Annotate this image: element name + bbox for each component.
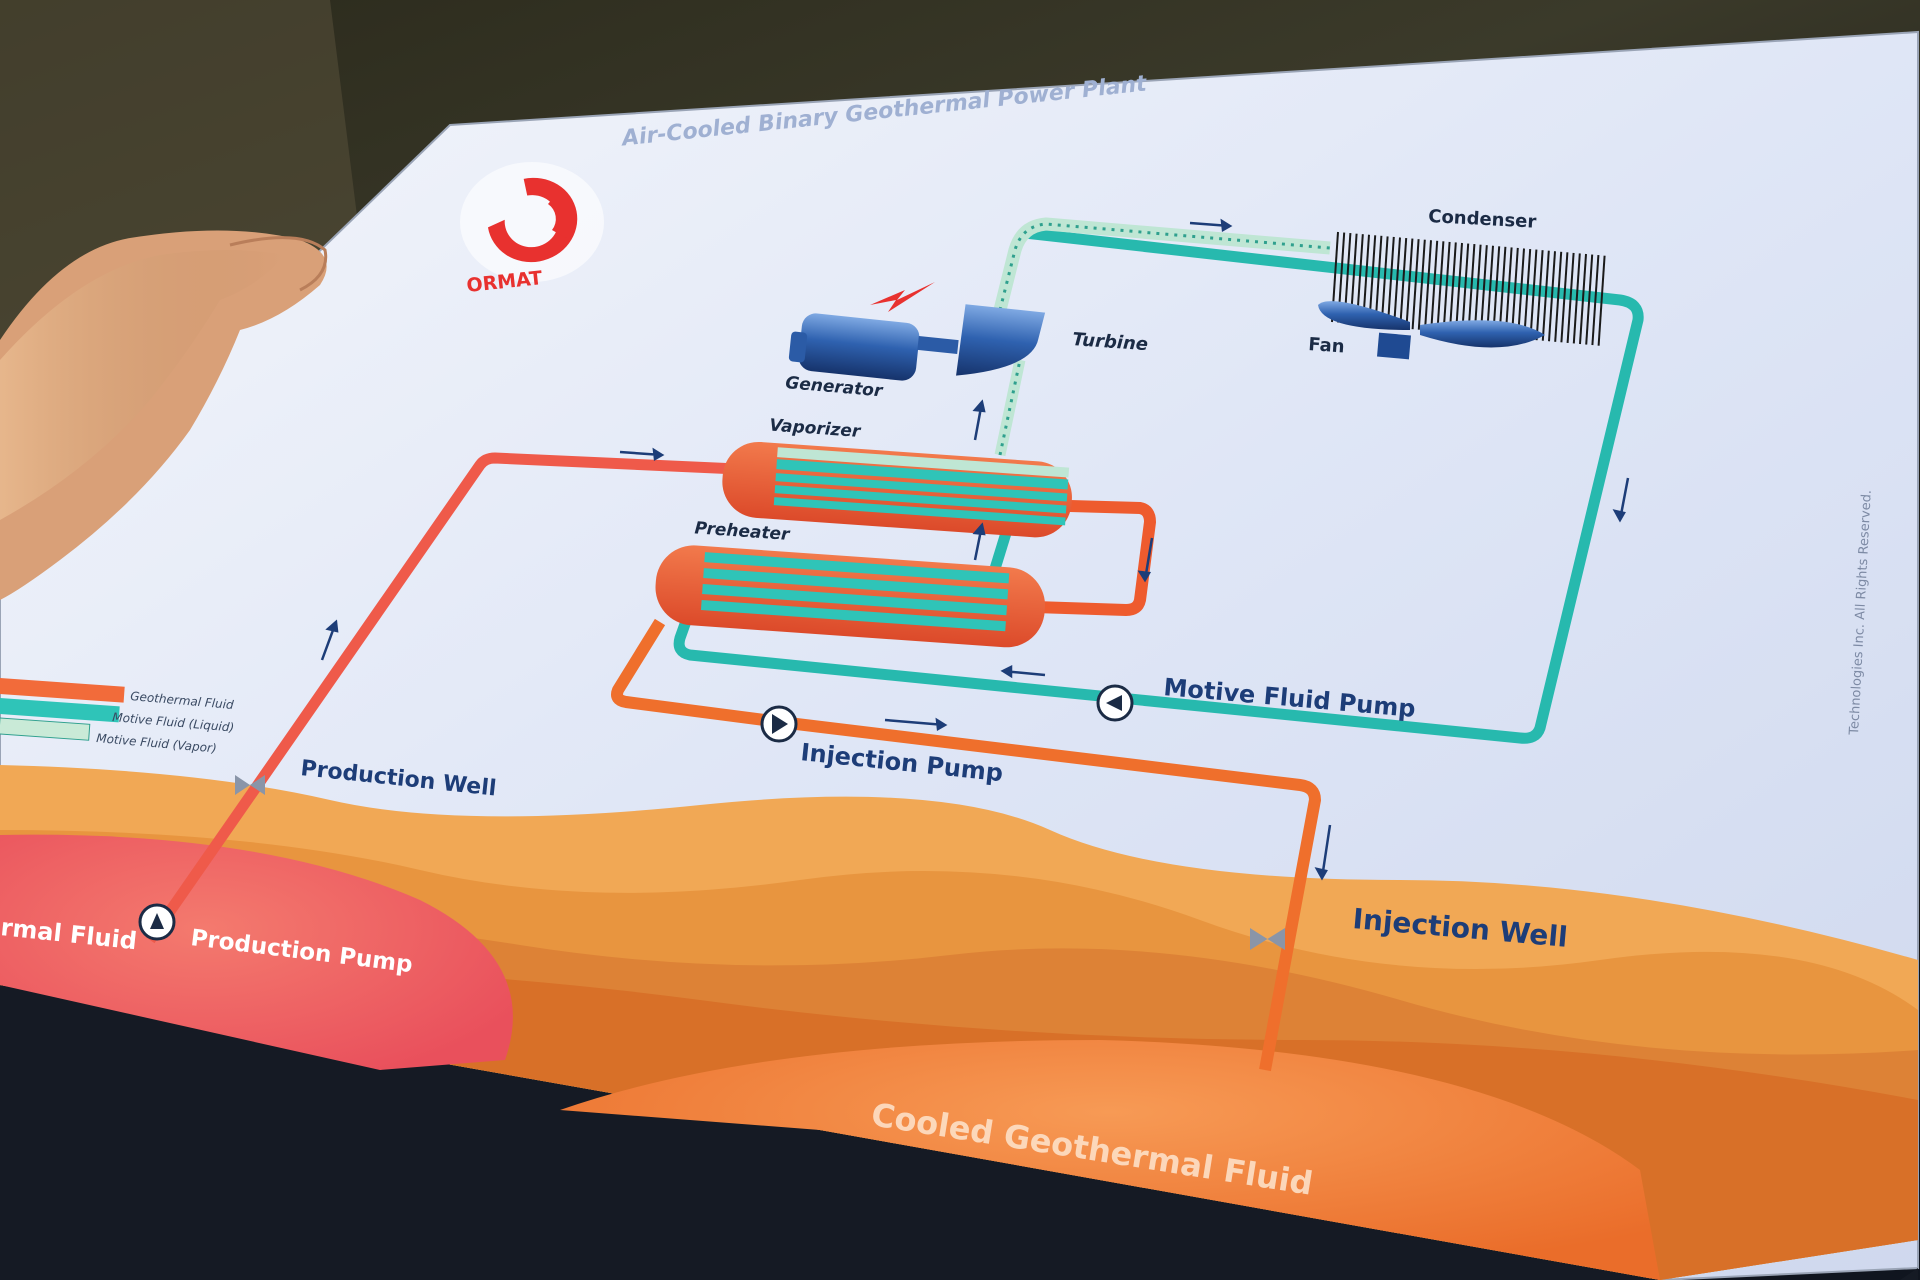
condenser-fin [1566, 252, 1575, 343]
production-pipe [145, 452, 761, 944]
arrow-icon [972, 399, 986, 441]
condenser-fin [1591, 255, 1600, 346]
condenser-fin [1579, 253, 1587, 345]
condenser-fin [1455, 242, 1463, 334]
arrow-icon [1000, 664, 1046, 679]
condenser-fin [1510, 247, 1519, 339]
fan-label: Fan [1308, 334, 1346, 357]
condenser-fin [1380, 236, 1389, 327]
condenser-fin [1560, 252, 1569, 343]
fan: Fan [1308, 301, 1545, 360]
condenser-fin [1430, 240, 1439, 331]
vaporizer: Vaporizer [722, 416, 1072, 538]
legend-swatch-motive-liquid [0, 698, 120, 723]
arrow-icon [1314, 824, 1332, 881]
cooled-reservoir [560, 1040, 1660, 1280]
condenser-fin [1411, 239, 1420, 330]
hot-reservoir [0, 834, 513, 1070]
production-pump-icon [138, 903, 176, 941]
condenser-fin [1467, 244, 1476, 335]
condenser-fin [1548, 251, 1556, 342]
arrow-icon [1612, 477, 1630, 523]
condenser-fin [1399, 237, 1408, 329]
injection-well-valve-icon [1250, 928, 1285, 950]
generator: Generator [785, 313, 959, 402]
injection-pump-icon [760, 705, 798, 743]
condenser-fin [1442, 241, 1451, 332]
condenser-fin [1448, 242, 1457, 333]
legend-swatch-geothermal [0, 678, 125, 703]
condenser-fin [1541, 250, 1550, 341]
fan-blade-right [1420, 320, 1545, 348]
condenser-fin [1535, 250, 1544, 341]
condenser-fin [1461, 243, 1470, 334]
condenser-fin [1479, 245, 1488, 336]
condenser-fin [1473, 244, 1482, 335]
condenser-fin [1436, 241, 1445, 332]
condenser-fin [1386, 236, 1395, 328]
condenser-fin [1417, 239, 1426, 330]
production-well-valve-icon [235, 775, 265, 795]
motive-fluid-pump-icon [1096, 684, 1134, 722]
arrow-icon [1137, 537, 1154, 583]
arrow-icon [972, 522, 986, 561]
arrow-icon [1189, 218, 1233, 233]
vaporizer-to-preheater-pipe [1034, 500, 1157, 617]
arrow-icon [619, 447, 665, 462]
fan-blade-left [1318, 301, 1410, 330]
flow-arrows [320, 218, 1630, 881]
condenser-fin [1572, 253, 1581, 344]
motive-liquid-pipe [673, 227, 1644, 744]
hand [0, 230, 328, 600]
fan-motor [1377, 332, 1411, 360]
arrow-icon [884, 717, 948, 732]
condenser-fin [1597, 255, 1606, 346]
condenser-fin [1424, 240, 1432, 331]
condenser-fin [1393, 237, 1401, 328]
vapor-pipe-turbine-to-condenser-dots [998, 222, 1331, 311]
condenser-fin [1585, 254, 1594, 345]
condenser-fin [1554, 251, 1563, 342]
legend-swatch-motive-vapor [0, 717, 91, 741]
vapor-pipe-vaporizer-to-turbine [994, 358, 1026, 457]
condenser-fin [1405, 238, 1414, 329]
turbine: Turbine [956, 304, 1149, 376]
preheater: Preheater [655, 518, 1046, 648]
arrow-icon [320, 619, 339, 661]
condenser-fin [1517, 248, 1525, 339]
condenser-fin [1523, 248, 1532, 340]
condenser-fin [1529, 249, 1538, 340]
